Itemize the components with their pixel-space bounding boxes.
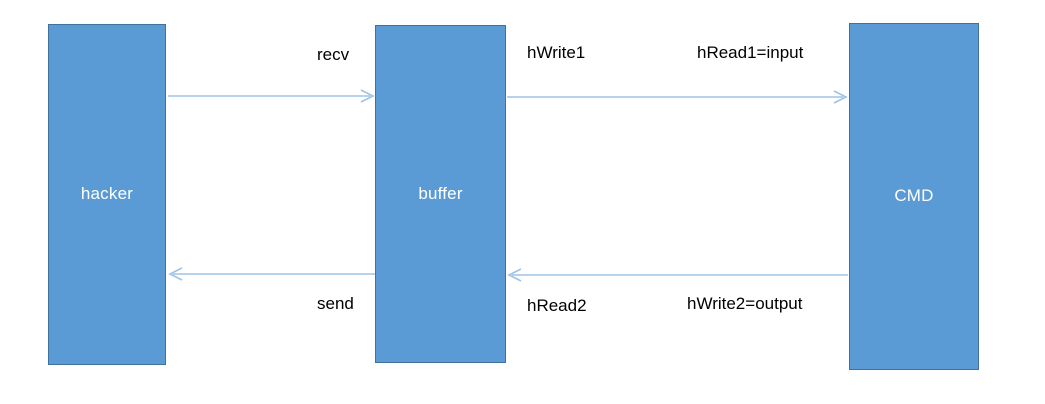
edge-label-hread1-input: hRead1=input [697,43,804,62]
edge-label-hwrite1: hWrite1 [527,43,586,62]
node-cmd-label: CMD [894,186,934,206]
node-cmd[interactable]: CMD [849,23,979,370]
edge-label-recv: recv [317,45,350,64]
arrow-buffer-to-cmd [507,89,848,105]
edge-label-hread2: hRead2 [527,296,587,315]
edge-label-hwrite2-output: hWrite2=output [687,294,803,313]
arrow-hacker-to-buffer [168,88,375,104]
edge-label-send: send [317,294,354,313]
arrow-buffer-to-hacker [168,266,375,282]
node-buffer-label: buffer [418,183,463,203]
node-hacker[interactable]: hacker [48,24,166,365]
node-buffer[interactable]: buffer [375,25,506,363]
node-hacker-label: hacker [80,184,134,204]
arrow-cmd-to-buffer [507,267,848,283]
